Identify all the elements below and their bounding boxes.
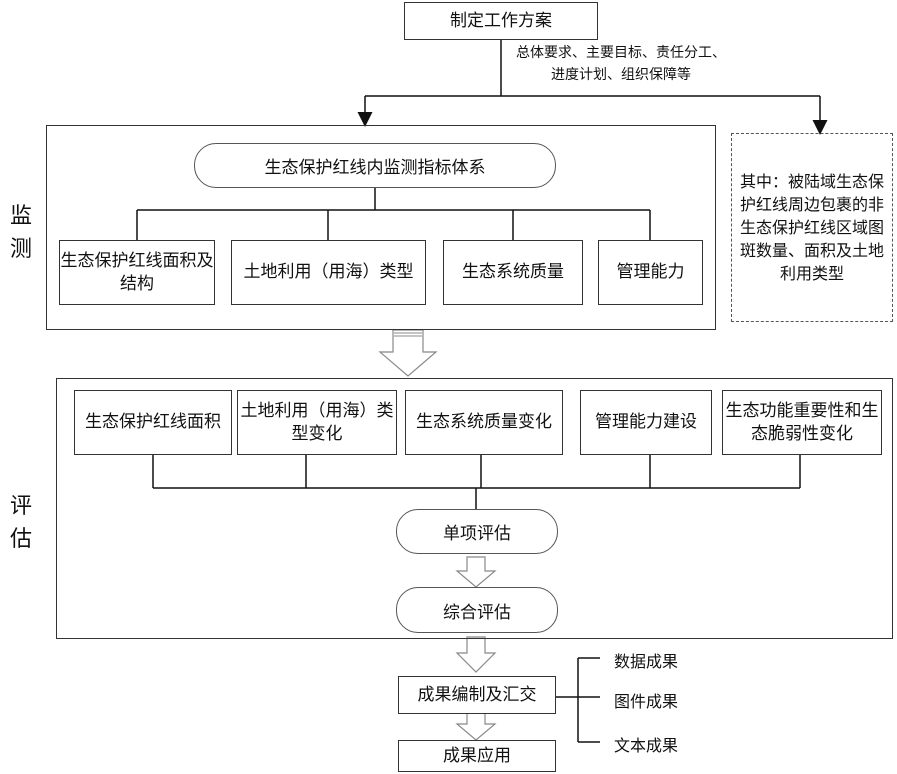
evaluation-item-ecosystem: 生态系统质量变化 [405, 390, 563, 455]
side-note: 其中：被陆域生态保护红线周边包裹的非生态保护红线区域图斑数量、面积及土地利用类型 [731, 133, 893, 322]
evaluation-item-management: 管理能力建设 [580, 390, 712, 455]
evaluation-item-area: 生态保护红线面积 [74, 390, 232, 455]
results-compile: 成果编制及汇交 [398, 676, 556, 714]
single-evaluation: 单项评估 [396, 509, 558, 554]
plan-title: 制定工作方案 [450, 10, 552, 31]
monitoring-frame [46, 125, 716, 330]
comprehensive-evaluation: 综合评估 [396, 587, 558, 633]
monitoring-item-management: 管理能力 [598, 240, 703, 305]
monitoring-item-ecosystem: 生态系统质量 [443, 240, 583, 305]
output-data: 数据成果 [614, 652, 679, 671]
evaluation-item-landuse: 土地利用（用海）类型变化 [237, 390, 397, 455]
output-text: 文本成果 [614, 736, 679, 755]
monitoring-system: 生态保护红线内监测指标体系 [194, 143, 556, 188]
monitoring-item-area: 生态保护红线面积及结构 [59, 240, 215, 305]
monitoring-label: 监测 [9, 204, 32, 262]
evaluation-frame [56, 378, 893, 639]
evaluation-label: 评估 [9, 494, 32, 552]
evaluation-item-function: 生态功能重要性和生态脆弱性变化 [722, 390, 882, 455]
plan-box: 制定工作方案 [404, 2, 598, 40]
monitoring-item-landuse: 土地利用（用海）类型 [231, 240, 426, 305]
results-apply: 成果应用 [398, 740, 556, 772]
output-maps: 图件成果 [614, 692, 679, 711]
plan-note: 总体要求、主要目标、责任分工、进度计划、组织保障等 [516, 45, 726, 84]
